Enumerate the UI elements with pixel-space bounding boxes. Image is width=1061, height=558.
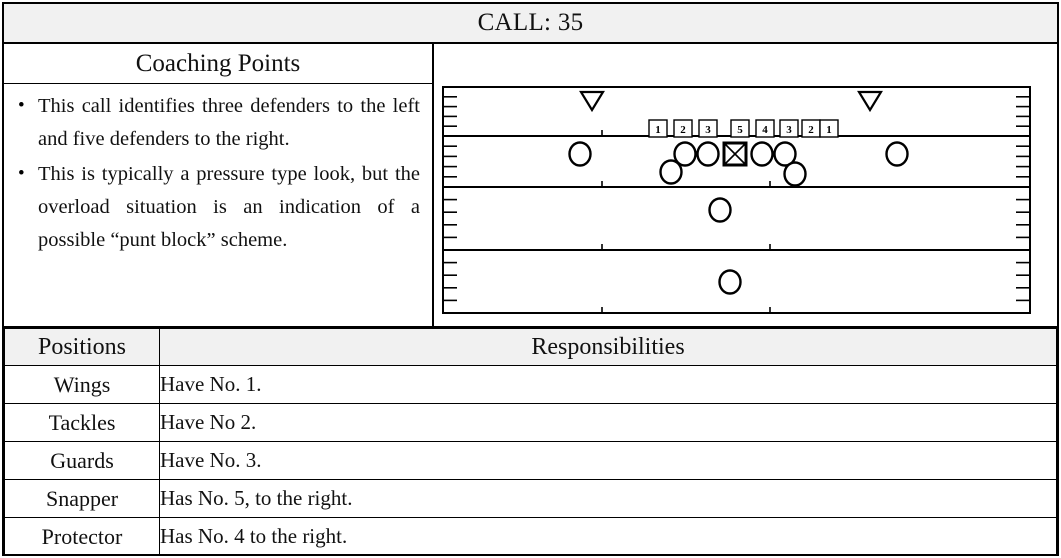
number-box (779, 119, 799, 138)
player-circle-defender-wide-right (885, 141, 909, 167)
defender-number-label: 4 (755, 119, 775, 138)
call-title-bar: CALL: 35 (4, 4, 1057, 44)
player-circle-defender-right-2 (783, 161, 807, 187)
responsibility-cell: Have No. 3. (159, 441, 1057, 480)
number-label-text: 2 (680, 124, 686, 136)
player-circle-returner (718, 269, 742, 295)
player-circle-defender-right-4 (750, 141, 774, 167)
column-header-positions: Positions (4, 328, 160, 366)
position-cell: Wings (4, 365, 160, 404)
player-triangle-gunner-right (857, 90, 883, 113)
coaching-points-heading: Coaching Points (135, 49, 301, 77)
page-title: CALL: 35 (477, 9, 584, 36)
coaching-points-body: This call identifies three defenders to … (4, 84, 432, 326)
number-label-text: 1 (826, 124, 832, 136)
player-triangle-gunner-left (579, 90, 605, 113)
position-cell: Snapper (4, 479, 160, 518)
player-circle-defender-mid-deep (708, 197, 732, 223)
defender-number-label: 1 (819, 119, 839, 138)
coaching-points-panel: Coaching Points This call identifies thr… (4, 44, 434, 326)
defender-number-label: 1 (648, 119, 668, 138)
number-box (698, 119, 718, 138)
coaching-point-item: This is typically a pressure type look, … (12, 157, 420, 257)
player-snapper-box (722, 141, 748, 167)
number-box (673, 119, 693, 138)
defender-number-label: 3 (698, 119, 718, 138)
position-cell: Tackles (4, 403, 160, 442)
responsibility-cell: Have No 2. (159, 403, 1057, 442)
number-box (730, 119, 750, 138)
upper-section: Coaching Points This call identifies thr… (4, 44, 1057, 328)
number-label-text: 2 (808, 124, 814, 136)
position-cell: Guards (4, 441, 160, 480)
coaching-points-list: This call identifies three defenders to … (12, 89, 420, 257)
snapper-x-stroke (724, 143, 746, 165)
number-box (648, 119, 668, 138)
number-label-text: 3 (705, 124, 711, 136)
coaching-point-item: This call identifies three defenders to … (12, 89, 420, 156)
number-label-text: 4 (762, 124, 768, 136)
coaching-points-header: Coaching Points (4, 44, 432, 84)
defender-number-label: 2 (801, 119, 821, 138)
player-circle-defender-right-3 (773, 141, 797, 167)
player-circle-defender-left-2 (696, 141, 720, 167)
player-circle-defender-left-1 (659, 159, 683, 185)
responsibility-cell: Has No. 4 to the right. (159, 517, 1057, 556)
column-header-responsibilities: Responsibilities (159, 328, 1057, 366)
number-label-text: 1 (655, 124, 661, 136)
number-label-text: 5 (737, 124, 743, 136)
defender-number-label: 5 (730, 119, 750, 138)
defender-number-label: 2 (673, 119, 693, 138)
player-circle-defender-left-3 (673, 141, 697, 167)
player-circle-defender-wide-left (568, 141, 592, 167)
number-box (819, 119, 839, 138)
defender-number-label: 3 (779, 119, 799, 138)
responsibility-cell: Have No. 1. (159, 365, 1057, 404)
number-box (755, 119, 775, 138)
number-label-text: 3 (786, 124, 792, 136)
responsibility-cell: Has No. 5, to the right. (159, 479, 1057, 518)
position-cell: Protector (4, 517, 160, 556)
